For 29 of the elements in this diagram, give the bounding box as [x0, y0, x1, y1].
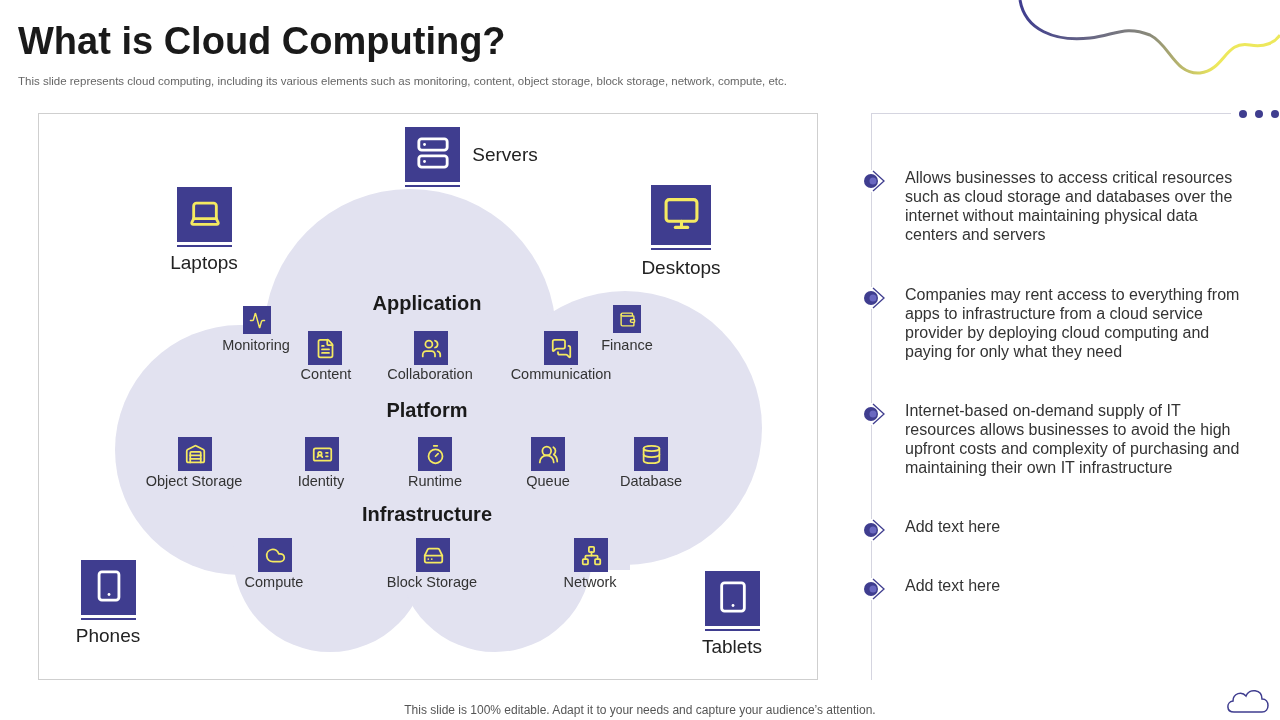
service-label: Block Storage [386, 573, 478, 593]
service-label: Object Storage [145, 472, 243, 492]
service-label: Finance [601, 336, 653, 356]
service-label: Content [300, 365, 352, 385]
service-label: Runtime [408, 472, 462, 492]
service-label: Identity [297, 472, 345, 492]
bullet-text: Companies may rent access to everything from apps to infrastructure from a cloud service provider by deploying cloud computing and paying for only what they need [905, 285, 1241, 361]
bullet-text: Allows businesses to access critical resources such as cloud storage and databases over the internet without maintaining physical data centers and servers [905, 168, 1234, 244]
device-label: Tablets [701, 634, 763, 659]
service-label: Database [619, 472, 683, 492]
device-label: Servers [472, 142, 538, 167]
device-label: Desktops [641, 255, 721, 280]
layer-heading: Application [372, 291, 482, 316]
service-label: Compute [244, 573, 304, 593]
service-label: Monitoring [222, 336, 290, 356]
bullet-text: Add text here [905, 576, 1002, 595]
slide-subtitle: This slide represents cloud computing, including its various elements such as monitoring, content, object storage, block storage, network, compute, etc. [18, 74, 787, 89]
slide-title: What is Cloud Computing? [18, 19, 506, 64]
footer-note: This slide is 100% editable. Adapt it to your needs and capture your audience’s attention. [404, 702, 876, 719]
bullet-text: Add text here [905, 517, 1002, 536]
service-label: Queue [526, 472, 570, 492]
device-label: Phones [75, 623, 141, 648]
service-label: Network [563, 573, 617, 593]
layer-heading: Infrastructure [362, 502, 492, 527]
device-label: Laptops [170, 250, 238, 275]
service-label: Communication [510, 365, 612, 385]
layer-heading: Platform [386, 398, 468, 423]
bullet-text: Internet-based on-demand supply of IT resources allows businesses to avoid the high upfront costs and complexity of purchasing and maintaining their own IT infrastructure [905, 401, 1241, 477]
service-label: Collaboration [387, 365, 473, 385]
